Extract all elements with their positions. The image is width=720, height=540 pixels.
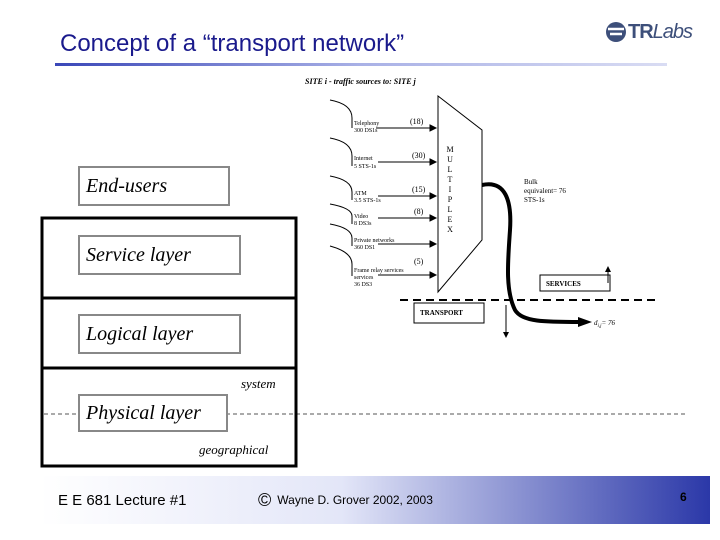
geographical-label: geographical [199, 442, 269, 457]
dij-label: di,j= 76 [594, 319, 616, 329]
system-label: system [241, 376, 276, 391]
bulk-label-line1: Bulk [524, 178, 538, 186]
source-name-cont: services [354, 275, 374, 281]
source-count: (8) [414, 207, 424, 216]
bulk-label-line2: equivalent= 76 [524, 187, 566, 195]
source-name: Private networks [354, 238, 395, 244]
copyright-icon: © [258, 490, 272, 510]
trlabs-logo-icon [606, 22, 626, 42]
multiplexer-letters: M U L T I P L E X [446, 145, 453, 234]
source-detail: 8 DS3s [354, 221, 372, 227]
source-detail: 36 DS3 [354, 282, 372, 288]
footer-bar [40, 476, 710, 524]
services-box [539, 274, 611, 292]
source-detail: 5 STS-1s [354, 164, 377, 170]
svg-text:P: P [448, 195, 453, 204]
source-detail: 3.5 STS-1s [354, 198, 381, 204]
bulk-flow-arrowhead [578, 317, 592, 327]
source-name: Video [354, 214, 368, 220]
source-count: (5) [414, 257, 424, 266]
page-number: 6 [680, 490, 687, 504]
svg-text:I: I [449, 185, 452, 194]
svg-text:X: X [447, 225, 453, 234]
source-name: Telephony [354, 121, 379, 127]
transport-box [413, 302, 485, 324]
source-count: (18) [410, 117, 424, 126]
source-detail: 300 DS1s [354, 128, 378, 134]
logical-layer-box: Logical layer [78, 314, 241, 354]
physical-layer-box: Physical layer [78, 394, 228, 432]
title-underline [55, 63, 667, 66]
svg-text:U: U [447, 155, 453, 164]
slide-title: Concept of a “transport network” [60, 30, 405, 57]
source-detail: 360 DS1 [354, 245, 375, 251]
footer-course: E E 681 Lecture #1 [58, 492, 187, 509]
source-name: Frame relay services [354, 268, 404, 274]
source-name: ATM [354, 191, 367, 197]
svg-text:L: L [448, 165, 453, 174]
source-count: (15) [412, 185, 426, 194]
service-layer-box: Service layer [78, 235, 241, 275]
layer-stack-frame [40, 216, 298, 468]
traffic-source-curves [329, 99, 353, 276]
multiplexer-shape [437, 94, 483, 294]
transport-label: TRANSPORT [420, 309, 463, 317]
svg-text:M: M [446, 145, 453, 154]
svg-text:L: L [448, 205, 453, 214]
svg-text:E: E [448, 215, 453, 224]
services-label: SERVICES [546, 280, 581, 288]
footer-copyright: © Wayne D. Grover 2002, 2003 [258, 490, 433, 511]
bulk-label-line3: STS-1s [524, 196, 545, 204]
source-count: (30) [412, 151, 426, 160]
source-arrows [376, 124, 438, 279]
figure-header: SITE i - traffic sources to: SITE j [305, 77, 417, 86]
trlabs-logo-text: TRLabs [628, 21, 693, 43]
source-name: Internet [354, 156, 373, 162]
bulk-flow-curve [481, 182, 581, 324]
svg-text:T: T [448, 175, 453, 184]
end-users-box: End-users [78, 166, 230, 206]
footer-author: Wayne D. Grover 2002, 2003 [277, 493, 433, 507]
